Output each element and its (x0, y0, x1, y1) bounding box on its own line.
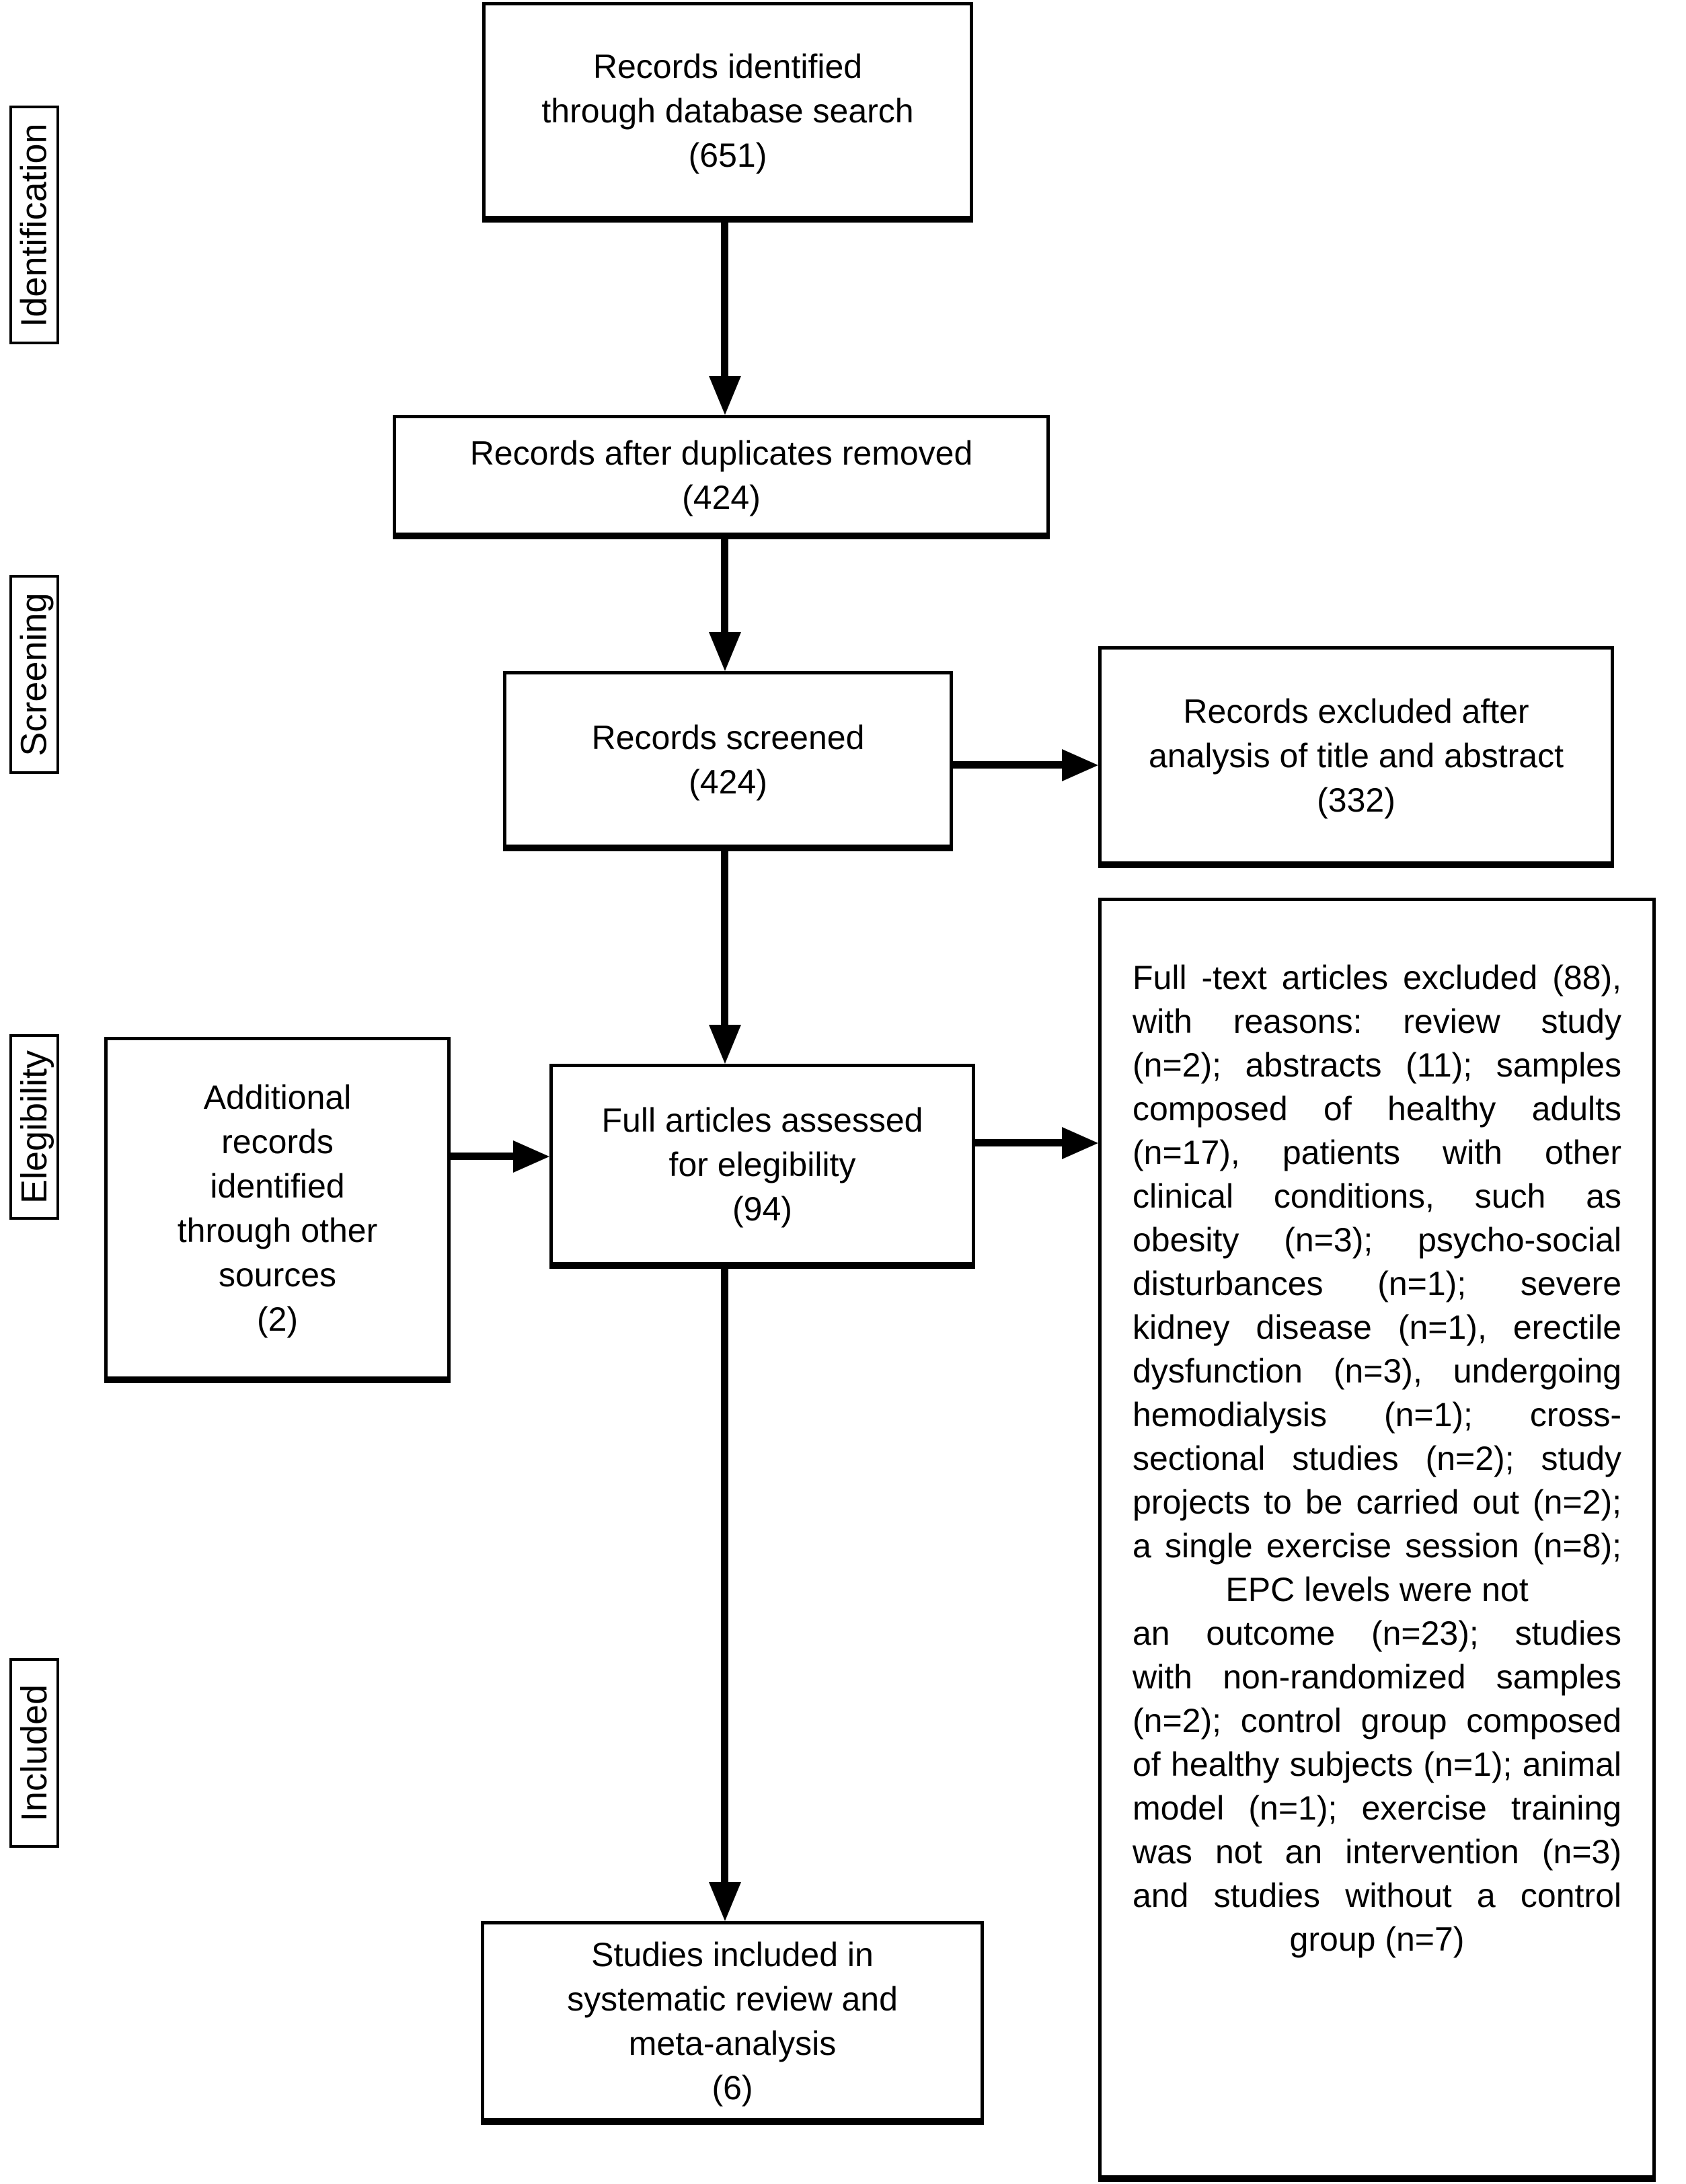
arrow-shaft (721, 1265, 728, 1883)
excluded-reasons-line: obesity (n=3); psycho-social (1133, 1221, 1621, 1259)
arrow-shaft (975, 1139, 1065, 1146)
arrow-head-down-icon (709, 632, 741, 671)
additional-records-box: Additional records identified through ot… (104, 1037, 451, 1380)
records-excluded-text: Records excluded after analysis of title… (1149, 692, 1564, 819)
excluded-reasons-line: with reasons: review study (1133, 1003, 1621, 1040)
studies-included-box: Studies included in systematic review an… (481, 1921, 984, 2121)
arrow-shaft (721, 848, 728, 1026)
excluded-reasons-line: EPC levels were not (1225, 1571, 1529, 1608)
excluded-reasons-line: Full -text articles excluded (88), (1133, 959, 1621, 997)
stage-label-included: Included (9, 1658, 59, 1848)
records-identified-text: Records identified through database sear… (541, 47, 914, 174)
excluded-reasons-line: (n=2); abstracts (11); samples (1133, 1046, 1621, 1084)
excluded-reasons-line: clinical conditions, such as (1133, 1177, 1621, 1215)
excluded-reasons-line: an outcome (n=23); studies (1133, 1614, 1621, 1652)
arrow-head-right-icon (1062, 749, 1098, 781)
arrow-shaft (721, 219, 728, 376)
stage-label-identification: Identification (9, 106, 59, 344)
duplicates-removed-text: Records after duplicates removed (424) (469, 434, 973, 516)
arrow-head-down-icon (709, 1025, 741, 1064)
arrow-shaft (721, 535, 728, 633)
duplicates-removed-box: Records after duplicates removed (424) (393, 415, 1050, 536)
fulltext-excluded-reasons-box: Full -text articles excluded (88), with … (1098, 898, 1656, 2179)
full-articles-assessed-text: Full articles assessed for elegibility (… (601, 1101, 923, 1228)
records-identified-box: Records identified through database sear… (482, 2, 973, 219)
arrow-head-right-icon (513, 1140, 549, 1173)
stage-label-identification-text: Identification (14, 122, 55, 327)
stage-label-screening: Screening (9, 575, 59, 774)
arrow-shaft (953, 761, 1065, 769)
excluded-reasons-line: (n=2); control group composed (1133, 1702, 1621, 1740)
stage-label-elegibility-text: Elegibility (14, 1050, 55, 1204)
excluded-reasons-line: model (n=1); exercise training (1133, 1789, 1621, 1827)
excluded-reasons-line: (n=17), patients with other (1133, 1134, 1621, 1171)
excluded-reasons-line: sectional studies (n=2); study (1133, 1440, 1621, 1477)
records-excluded-box: Records excluded after analysis of title… (1098, 646, 1614, 865)
excluded-reasons-line: dysfunction (n=3), undergoing (1133, 1352, 1621, 1390)
excluded-reasons-line: with non-randomized samples (1133, 1658, 1621, 1696)
stage-label-included-text: Included (14, 1684, 55, 1822)
arrow-head-down-icon (709, 376, 741, 415)
additional-records-text: Additional records identified through ot… (177, 1079, 378, 1338)
excluded-reasons-line: kidney disease (n=1), erectile (1133, 1309, 1621, 1346)
excluded-reasons-line: a single exercise session (n=8); (1133, 1527, 1621, 1565)
full-articles-assessed-box: Full articles assessed for elegibility (… (549, 1064, 975, 1265)
excluded-reasons-line: was not an intervention (n=3) (1133, 1833, 1621, 1871)
arrow-head-down-icon (709, 1882, 741, 1921)
arrow-head-right-icon (1062, 1127, 1098, 1159)
excluded-reasons-line: disturbances (n=1); severe (1133, 1265, 1621, 1302)
studies-included-text: Studies included in systematic review an… (567, 1936, 898, 2107)
excluded-reasons-line: group (n=7) (1289, 1920, 1465, 1958)
stage-label-screening-text: Screening (14, 592, 55, 756)
records-screened-box: Records screened (424) (503, 671, 953, 848)
excluded-reasons-line: projects to be carried out (n=2); (1133, 1483, 1621, 1521)
excluded-reasons-line: and studies without a control (1133, 1877, 1621, 1914)
excluded-reasons-line: hemodialysis (n=1); cross- (1133, 1396, 1621, 1434)
arrow-shaft (451, 1153, 518, 1160)
excluded-reasons-line: of healthy subjects (n=1); animal (1133, 1746, 1621, 1783)
records-screened-text: Records screened (424) (591, 718, 865, 801)
excluded-reasons-line: composed of healthy adults (1133, 1090, 1621, 1128)
stage-label-elegibility: Elegibility (9, 1034, 59, 1220)
